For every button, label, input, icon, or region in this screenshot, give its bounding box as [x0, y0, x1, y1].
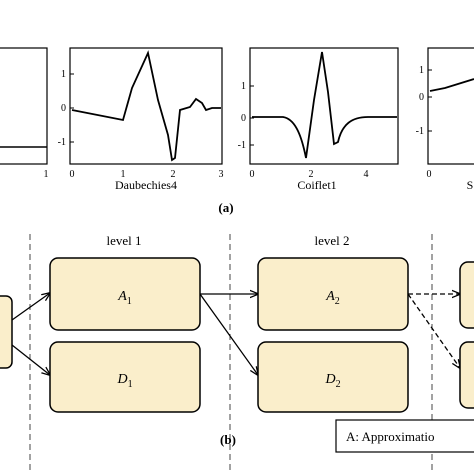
- caption-b: (b): [220, 432, 236, 447]
- decomposition-diagram: level 1 level 2 A1 D1 A2 D2: [0, 233, 474, 474]
- plot-title: S: [467, 178, 474, 192]
- arrow: [11, 293, 50, 321]
- x-tick-label: 0: [250, 169, 255, 180]
- y-tick-label: -1: [58, 137, 66, 148]
- box-d1: D1: [49, 341, 201, 413]
- box-d2: D2: [257, 341, 409, 413]
- plot-daubechies4: 1 0 -1 0 1 2 3 Daubechies4: [58, 47, 224, 192]
- y-tick-label: 1: [419, 65, 424, 76]
- y-tick-label: 0: [419, 92, 424, 103]
- legend-text: A: Approximatio: [346, 429, 434, 444]
- box-a2: A2: [257, 257, 409, 331]
- box-label: D: [116, 372, 127, 387]
- x-tick-label: 1: [44, 169, 49, 180]
- wavelet-curve: [71, 50, 221, 162]
- detail-box-level3: [459, 341, 474, 409]
- y-tick-label: 1: [241, 81, 246, 92]
- x-tick-label: 3: [219, 169, 224, 180]
- detail-box: [49, 341, 201, 413]
- y-tick-label: 0: [241, 113, 246, 124]
- arrow: [199, 293, 258, 375]
- plot-frame: [0, 47, 48, 165]
- box-label: A: [117, 289, 127, 304]
- level-label: level 2: [314, 233, 349, 248]
- box-label: D: [324, 372, 335, 387]
- plot-frame: [69, 47, 223, 165]
- svg-text:A1: A1: [117, 289, 132, 307]
- detail-box: [257, 341, 409, 413]
- box-subscript: 1: [127, 296, 132, 307]
- legend: A: Approximatio: [335, 419, 474, 453]
- svg-text:A2: A2: [325, 289, 340, 307]
- x-tick-label: 1: [121, 169, 126, 180]
- plot-coiflet1: 1 0 -1 0 2 4 Coiflet1: [238, 47, 399, 192]
- x-tick-label: 0: [427, 169, 432, 180]
- caption-a: (a): [218, 200, 233, 215]
- x-tick-label: 0: [70, 169, 75, 180]
- x-tick-label: 2: [171, 169, 176, 180]
- y-tick-label: 0: [61, 103, 66, 114]
- y-tick-label: -1: [238, 140, 246, 151]
- arrow: [407, 293, 460, 368]
- plot-title: Daubechies4: [115, 178, 177, 192]
- box-a1: A1: [49, 257, 201, 331]
- svg-text:D2: D2: [324, 372, 340, 390]
- box-subscript: 2: [336, 379, 341, 390]
- wavelet-curve: [429, 78, 474, 92]
- wavelet-plots: 1 1 0 -1 0 1 2 3 Daubechies4 1 0 -1: [0, 47, 474, 215]
- x-tick-label: 4: [364, 169, 369, 180]
- box-label: A: [325, 289, 335, 304]
- plot-frame: [249, 47, 399, 165]
- box-subscript: 2: [335, 296, 340, 307]
- box-subscript: 1: [128, 379, 133, 390]
- wavelet-curve: [252, 51, 397, 159]
- level-label: level 1: [106, 233, 141, 248]
- approximation-box-level3: [459, 261, 474, 329]
- legend-box: [335, 419, 474, 453]
- plot-haar: 1: [0, 47, 49, 180]
- plot-symlet: 1 0 -1 0 S: [416, 47, 474, 192]
- y-tick-label: -1: [416, 126, 424, 137]
- svg-text:D1: D1: [116, 372, 132, 390]
- plot-frame: [427, 47, 474, 165]
- input-signal-box: [0, 295, 13, 369]
- plot-title: Coiflet1: [297, 178, 336, 192]
- arrow: [11, 344, 50, 375]
- x-tick-label: 2: [309, 169, 314, 180]
- y-tick-label: 1: [61, 69, 66, 80]
